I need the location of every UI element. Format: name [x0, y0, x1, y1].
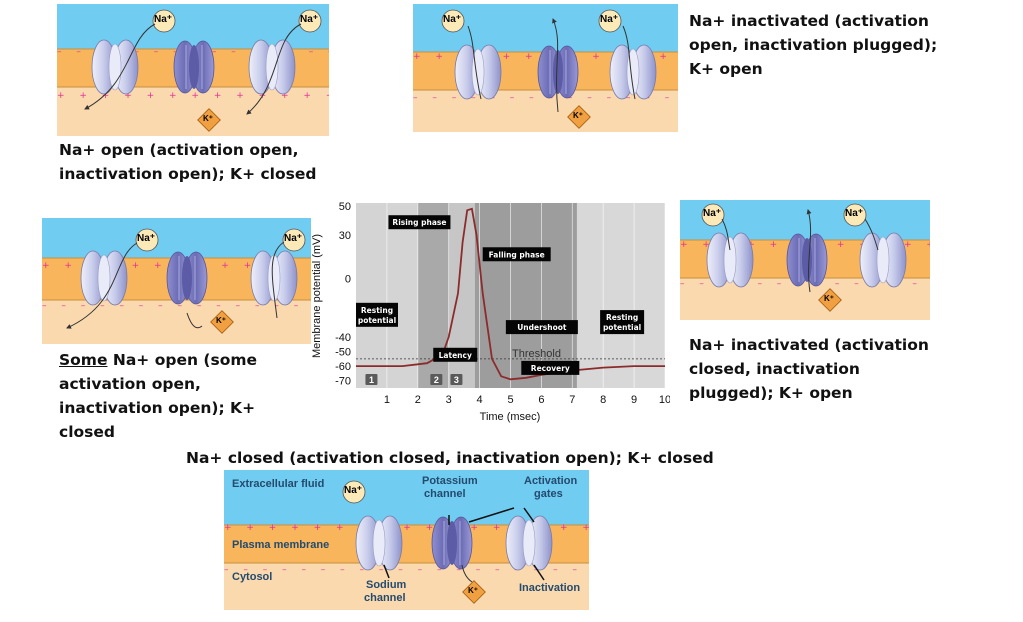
na-ion-label: Na⁺ [300, 14, 319, 25]
channel-illustration: + + + + + + + + + + + + + + + + + + + + … [680, 200, 930, 320]
extracellular-label: Extracellular fluid [232, 478, 324, 490]
threshold-label: Threshold [512, 348, 561, 360]
activation-gates-label: Activation [524, 475, 577, 487]
y-tick-label: -70 [335, 376, 351, 388]
channel-illustration: + + + + + + + + + + + + + + + + + + + + … [413, 4, 678, 132]
phase-label-box [505, 320, 578, 335]
phase-label-box [356, 302, 398, 327]
x-tick-labels: 1 2 3 4 5 6 7 8 9 10 [384, 394, 670, 406]
phase-label-text: Latency [439, 351, 472, 360]
x-tick-label: 2 [415, 394, 421, 406]
phase-band [576, 203, 665, 388]
caption-na-closed: Na+ closed (activation closed, inactivat… [186, 449, 714, 467]
phase-label-box [482, 247, 551, 262]
panel-na-closed-k-closed: + + + + + + + + + + + + + + + + + + + + … [224, 470, 589, 610]
x-tick-label: 3 [446, 394, 452, 406]
svg-text:– – – – – – – – – – – – – – –: – – – – – – – – – – – – – – – – – – – – … [224, 565, 589, 575]
activation-gates-label: gates [534, 488, 563, 500]
y-tick-label: -40 [335, 332, 351, 344]
x-tick-label: 7 [569, 394, 575, 406]
phase-label-text: Resting [606, 313, 638, 322]
svg-text:– – – – – – – – – – – – – – –: – – – – – – – – – – – – – – – – – – – – … [413, 93, 678, 103]
x-tick-label: 8 [600, 394, 606, 406]
k-ion-label: K⁺ [203, 114, 213, 123]
stage-marker-box [365, 374, 378, 385]
potassium-channel-label: channel [424, 488, 466, 500]
caption-na-open: Na+ open (activation open, inactivation … [59, 141, 317, 183]
na-ion-label: Na⁺ [443, 14, 462, 25]
na-ion-label: Na⁺ [703, 208, 722, 219]
stage-marker-box [430, 374, 443, 385]
x-tick-label: 6 [538, 394, 544, 406]
y-tick-label: -60 [335, 361, 351, 373]
y-tick-label: 50 [339, 201, 351, 213]
y-tick-label: 30 [339, 230, 351, 242]
sodium-channel-label: channel [364, 592, 406, 604]
na-ion-label: Na⁺ [344, 485, 363, 496]
phase-label-text: Rising phase [392, 218, 446, 227]
na-ion-label: Na⁺ [154, 14, 173, 25]
channel-illustration: + + + + + + + + + + + + + + + + + + + + … [224, 470, 589, 610]
svg-text:– – – – – – – – – – – – – – –: – – – – – – – – – – – – – – – – – – – – … [42, 301, 311, 311]
caption-some-na-open: Some Na+ open (some activation open, ina… [59, 348, 309, 444]
stage-markers: 1 2 3 [365, 374, 463, 385]
k-ion-label: K⁺ [468, 586, 478, 595]
phase-label-text: Falling phase [489, 250, 545, 259]
svg-text:+ + + + + + + + + + + + + + +: + + + + + + + + + + + + + + + + + + + + … [224, 523, 589, 533]
na-ion-label: Na⁺ [284, 233, 303, 244]
na-ion-label: Na⁺ [600, 14, 619, 25]
phase-label-text: Undershoot [517, 323, 567, 332]
panel-some-na-open: + + + + + + + + + + + + + + + + + + + + … [42, 218, 311, 344]
y-tick-label: 0 [345, 274, 351, 286]
phase-label-box [388, 215, 451, 230]
k-ion-label: K⁺ [573, 111, 583, 120]
phase-label-box [600, 310, 645, 335]
x-tick-label: 1 [384, 394, 390, 406]
stage-marker-box [450, 374, 463, 385]
y-tick-labels: 50 30 0 -40 -50 -60 -70 [335, 201, 351, 388]
stage-marker-label: 3 [454, 375, 459, 385]
na-ion-label: Na⁺ [137, 233, 156, 244]
x-tick-label: 4 [477, 394, 483, 406]
panel-na-inactivated-k-open: + + + + + + + + + + + + + + + + + + + + … [413, 4, 678, 132]
sodium-channel-label: Sodium [366, 579, 407, 591]
x-tick-label: 10 [659, 394, 670, 406]
x-axis-title: Time (msec) [480, 411, 541, 423]
caption-text: Na+ open (some activation open, inactiva… [59, 351, 258, 441]
caption-emphasis: Some [59, 351, 108, 369]
svg-text:+ + + + + + + + + + + + + + +: + + + + + + + + + + + + + + + + + + + + … [57, 91, 329, 101]
phase-label-text: potential [603, 323, 641, 332]
stage-marker-label: 2 [434, 375, 439, 385]
phase-label-text: potential [358, 316, 396, 325]
caption-na-inactivated-open: Na+ inactivated (activation open, inacti… [689, 12, 938, 78]
x-tick-label: 5 [507, 394, 513, 406]
cytosol-label: Cytosol [232, 571, 272, 583]
phase-band [474, 203, 577, 388]
inactivation-label: Inactivation [519, 582, 580, 594]
x-tick-label: 9 [631, 394, 637, 406]
caption-na-inactivated-closed: Na+ inactivated (activation closed, inac… [689, 336, 929, 402]
panel-na-open-k-closed: – – – – – – – – – – – – – – – – – – – – … [57, 4, 329, 136]
na-ion-label: Na⁺ [845, 208, 864, 219]
stage-marker-label: 1 [369, 375, 374, 385]
svg-text:– – – – – – – – – – – – – – –: – – – – – – – – – – – – – – – – – – – – … [680, 279, 930, 289]
potassium-channel-label: Potassium [422, 475, 478, 487]
channel-illustration: – – – – – – – – – – – – – – – – – – – – … [57, 4, 329, 136]
y-axis-title: Membrane potential (mV) [311, 234, 323, 358]
plasma-membrane-label: Plasma membrane [232, 539, 329, 551]
phase-label-text: Resting [361, 306, 393, 315]
k-ion-label: K⁺ [824, 294, 834, 303]
panel-na-inactivated-closed: + + + + + + + + + + + + + + + + + + + + … [680, 200, 930, 320]
phase-label-box [433, 347, 478, 362]
y-tick-label: -50 [335, 347, 351, 359]
k-ion-label: K⁺ [216, 316, 226, 325]
phase-label-text: Recovery [531, 364, 570, 373]
phase-label-box [521, 360, 580, 375]
channel-illustration: + + + + + + + + + + + + + + + + + + + + … [42, 218, 311, 344]
